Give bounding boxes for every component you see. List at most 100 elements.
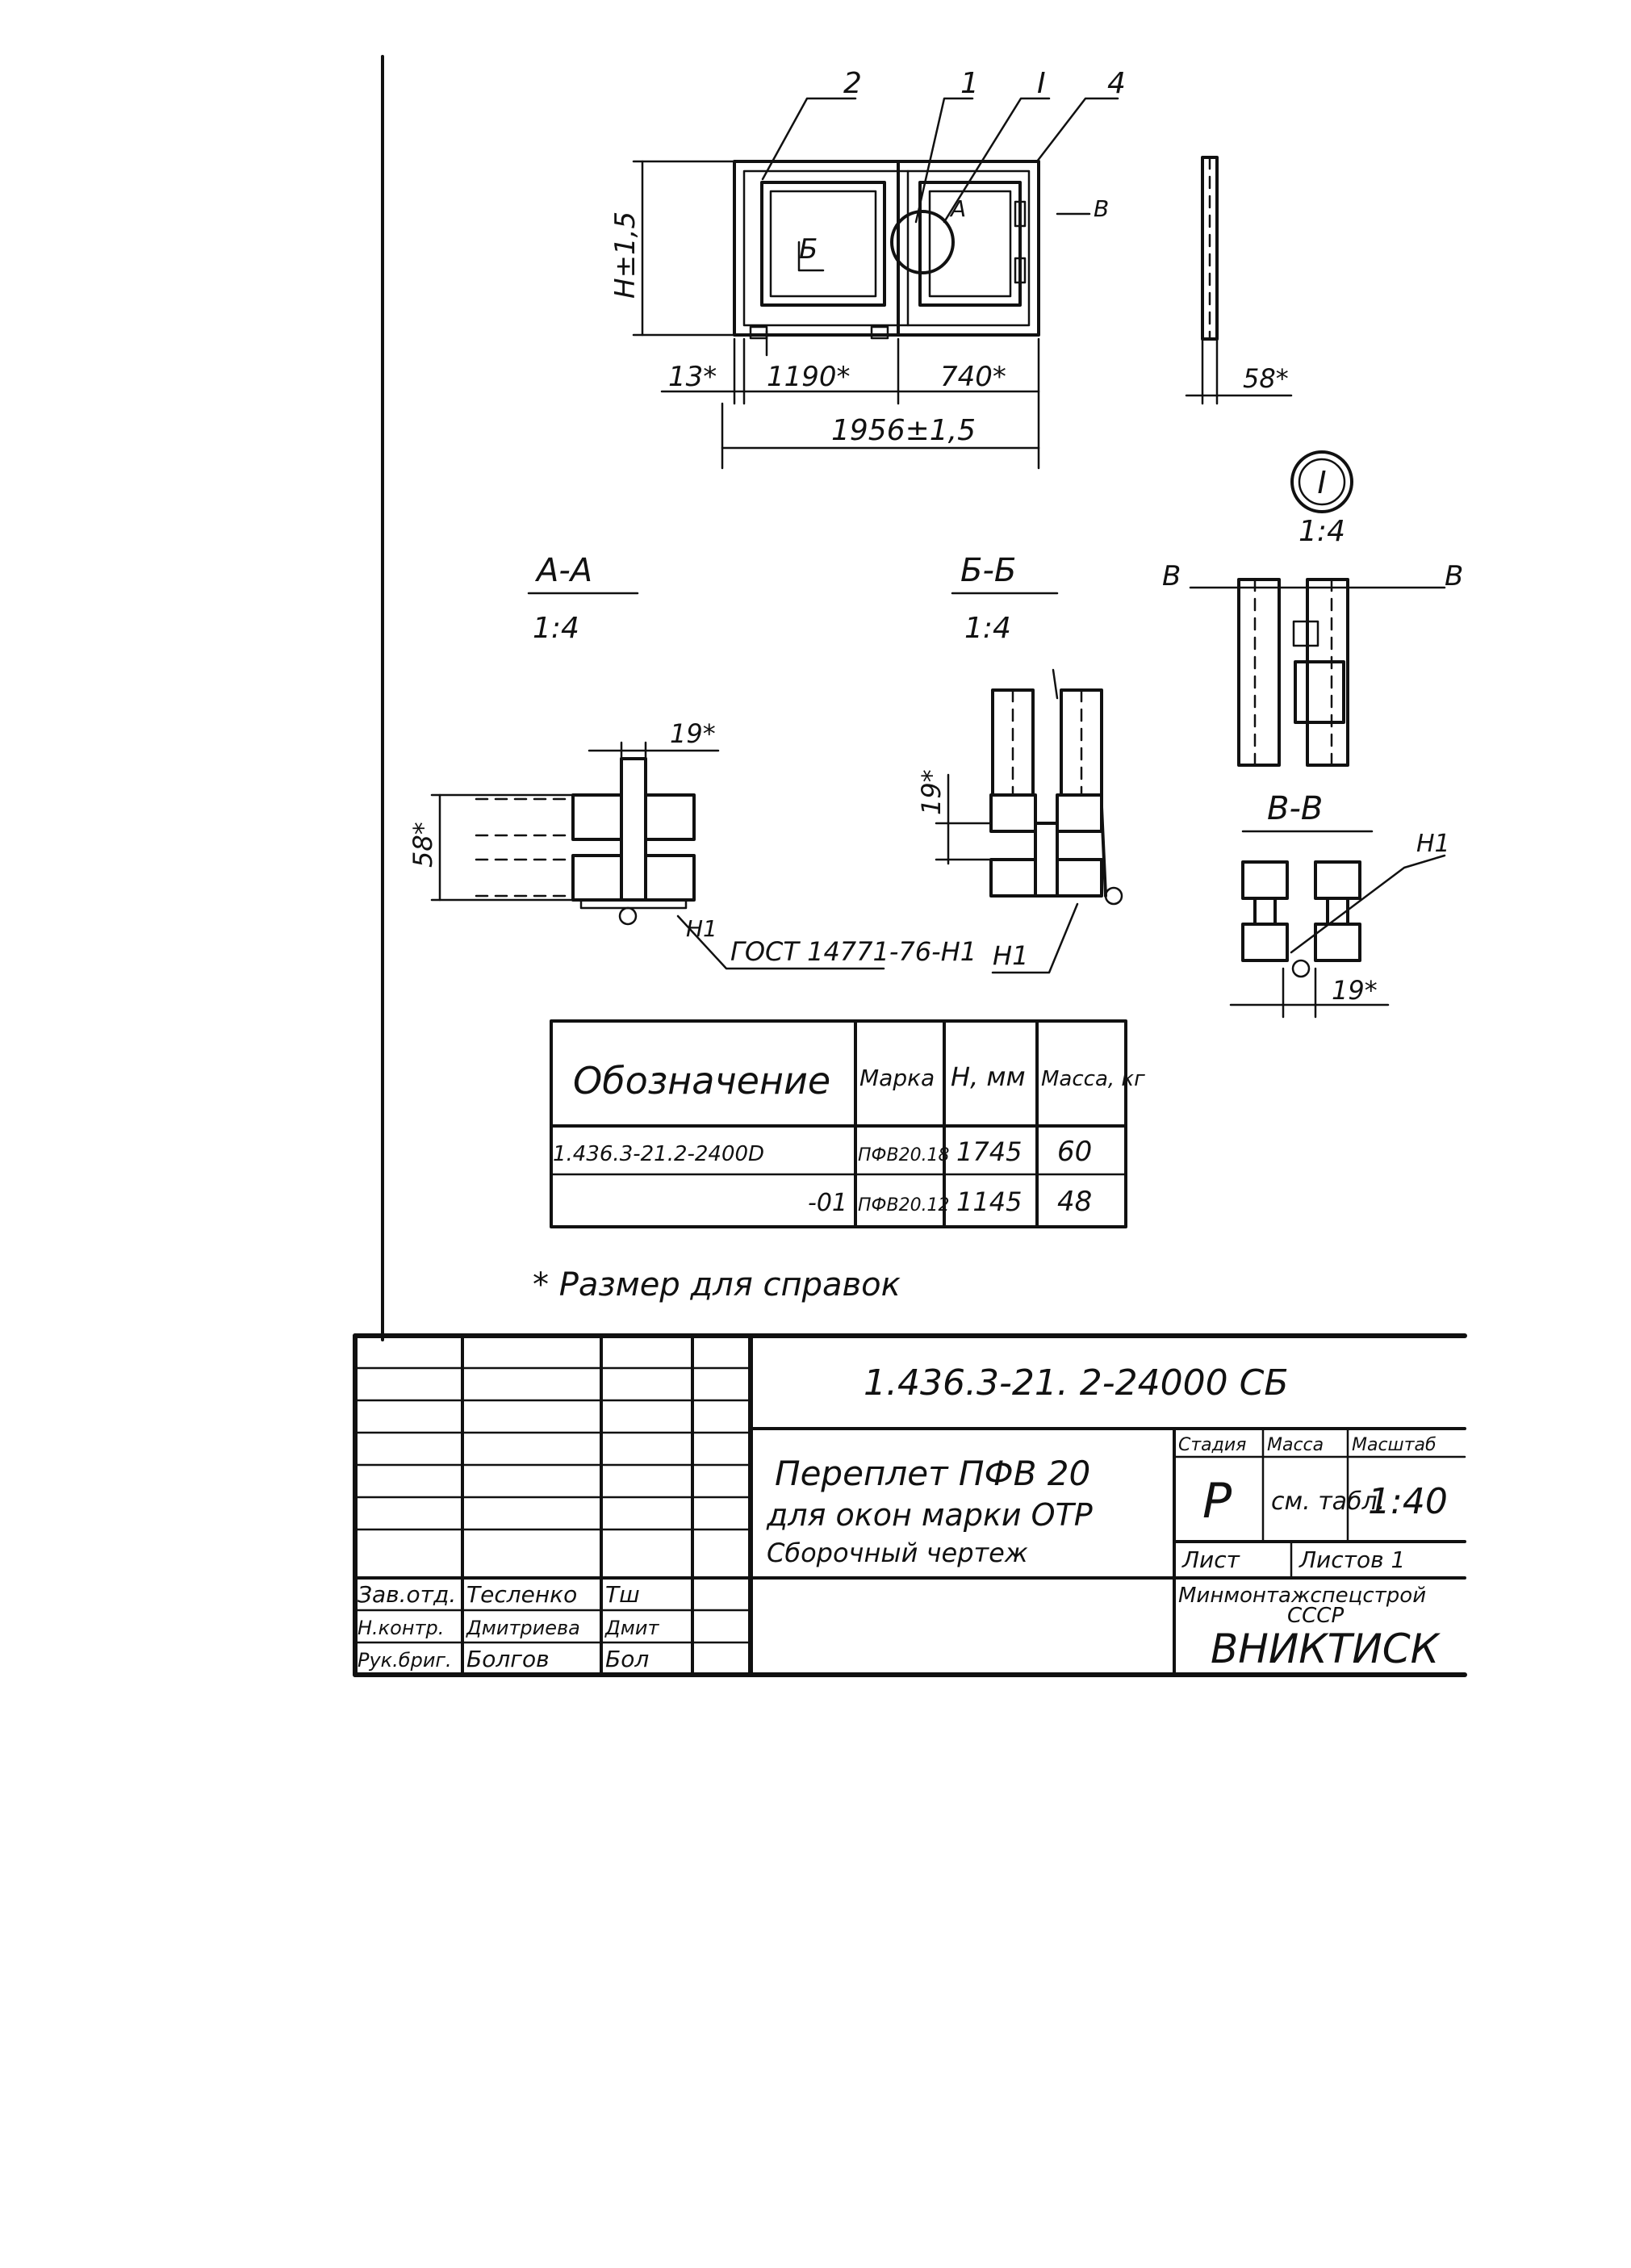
BB-pin xyxy=(1104,886,1123,906)
tb-org-line2: СССР xyxy=(1287,1604,1344,1628)
callout-4: 4 xyxy=(1107,67,1126,100)
AA-profile-br xyxy=(644,854,696,902)
AA-dim-19: 19* xyxy=(670,718,716,749)
tb-sign-role-3: Рук.бриг. xyxy=(358,1649,452,1672)
tb-sign-mark-1: Тш xyxy=(605,1581,640,1608)
tb-title-line-1: Переплет ПФВ 20 xyxy=(775,1454,1090,1493)
tb-sign-name-1: Тесленко xyxy=(466,1581,577,1608)
tb-mass: см. табл. xyxy=(1271,1488,1385,1516)
right-sash-inner xyxy=(928,190,1012,298)
AA-profile-tl xyxy=(571,793,623,841)
BB-leader xyxy=(991,902,1079,974)
BB-web xyxy=(1034,822,1059,898)
section-AA-title: А-А xyxy=(534,552,592,589)
tb-sign-mark-3: Бол xyxy=(605,1646,649,1672)
leader-2 xyxy=(761,97,857,181)
spec-row1-h: 1745 xyxy=(956,1136,1022,1167)
spec-header-mass: Масса, кг xyxy=(1041,1067,1145,1091)
spec-row2-h: 1145 xyxy=(956,1186,1022,1217)
right-sash xyxy=(918,181,1022,307)
detail-circle-I xyxy=(890,210,955,274)
hinge-1 xyxy=(1014,200,1027,228)
spec-table: Обозначение Марка H, мм Масса, кг 1.436.… xyxy=(550,1019,1145,1228)
tb-sign-role-1: Зав.отд. xyxy=(358,1581,456,1608)
spec-row1-mass: 60 xyxy=(1057,1136,1092,1168)
tb-sign-mark-2: Дмит xyxy=(604,1617,659,1639)
section-BB: Б-Б 1:4 19* Н1 xyxy=(916,552,1123,974)
callout-I: I xyxy=(1037,67,1046,100)
VV-leader xyxy=(1290,854,1446,954)
BB-profile-br xyxy=(1056,858,1103,898)
section-BB-title: Б-Б xyxy=(960,552,1016,589)
cut-b-line xyxy=(797,241,825,272)
BB-arrow xyxy=(1052,668,1059,700)
AA-web xyxy=(620,757,647,902)
section-mark-a: А xyxy=(949,195,966,222)
detail-I-scale: 1:4 xyxy=(1299,515,1345,548)
view-mark-v: В xyxy=(1094,195,1109,222)
section-AA-scale: 1:4 xyxy=(533,612,579,645)
leader-4 xyxy=(1035,97,1119,163)
dim-left-sash: 1190* xyxy=(767,361,851,393)
detail-I-profile-right xyxy=(1306,578,1349,767)
tb-sign-name-2: Дмитриева xyxy=(466,1617,580,1639)
dim-total: 1956±1,5 xyxy=(831,414,976,447)
BB-profile-tr xyxy=(1056,793,1103,833)
tb-scale-header: Масштаб xyxy=(1352,1435,1437,1455)
tb-sign-role-2: Н.контр. xyxy=(358,1617,444,1639)
tb-mass-header: Масса xyxy=(1267,1435,1324,1455)
AA-callout-n1: Н1 xyxy=(686,915,717,942)
section-AA: А-А 1:4 19* 58* Н1 ГОСТ 14771-76-Н1 xyxy=(408,552,977,970)
frame-outer xyxy=(733,160,1040,337)
AA-dim-58: 58* xyxy=(408,822,438,868)
tb-sheets-label: Листов 1 xyxy=(1299,1546,1405,1573)
tb-stage-header: Стадия xyxy=(1178,1435,1246,1455)
AA-pin xyxy=(618,906,638,926)
leader-1 xyxy=(914,97,974,224)
VV-pin xyxy=(1291,959,1311,978)
callout-2: 2 xyxy=(843,67,862,100)
dim-right-sash: 740* xyxy=(940,361,1006,393)
section-mark-b: Б xyxy=(799,233,818,266)
left-sash-glass-inner xyxy=(769,190,877,298)
tb-doc-code: 1.436.3-21. 2-24000 СБ xyxy=(864,1362,1289,1404)
AA-profile-tr xyxy=(644,793,696,841)
bottom-block-2 xyxy=(870,325,889,340)
BB-dim-19: 19* xyxy=(916,769,947,815)
VV-dim-19: 19* xyxy=(1332,975,1378,1006)
hinge-2 xyxy=(1014,257,1027,284)
section-BB-scale: 1:4 xyxy=(964,612,1011,645)
AA-profile-bl xyxy=(571,854,623,902)
spec-table-border xyxy=(550,1019,1127,1228)
left-sash-glass xyxy=(760,181,886,307)
tb-sign-name-3: Болгов xyxy=(466,1646,550,1672)
detail-I-ring-inner xyxy=(1298,458,1346,506)
VV-profile-tl xyxy=(1241,860,1289,900)
detail-I-label: I xyxy=(1317,465,1326,500)
VV-callout-n1: Н1 xyxy=(1416,830,1450,858)
elevation-view: 2 1 I 4 Б А В H±1,5 13* 1190* 740* 1956±… xyxy=(609,67,1126,470)
spec-row2-mark: ПФВ20.12 xyxy=(858,1195,950,1216)
side-dim-depth: 58* xyxy=(1243,363,1289,394)
dim-height: H±1,5 xyxy=(609,211,642,299)
tb-org-name: ВНИКТИСК xyxy=(1211,1626,1441,1672)
spec-header-mark: Марка xyxy=(859,1065,935,1091)
spec-row1-designation: 1.436.3-21.2-2400D xyxy=(553,1142,764,1166)
cut-vv-right: В xyxy=(1445,560,1463,592)
spec-header-designation: Обозначение xyxy=(573,1059,830,1103)
callout-1: 1 xyxy=(960,67,979,100)
detail-I: I 1:4 В В xyxy=(1162,450,1463,767)
detail-I-hinge-top xyxy=(1292,620,1319,647)
AA-plate xyxy=(579,898,688,910)
spec-row2-mass: 48 xyxy=(1057,1186,1092,1218)
spec-header-h: H, мм xyxy=(951,1061,1026,1092)
AA-gost: ГОСТ 14771-76-Н1 xyxy=(730,936,977,967)
tb-title-line-3: Сборочный чертеж xyxy=(767,1538,1028,1568)
BB-callout-n1: Н1 xyxy=(993,940,1028,971)
detail-I-ring-outer xyxy=(1290,450,1353,513)
BB-profile-bl xyxy=(989,858,1037,898)
BB-hinge xyxy=(1100,806,1107,898)
AA-leader xyxy=(676,914,885,970)
VV-profile-bl xyxy=(1241,923,1289,962)
